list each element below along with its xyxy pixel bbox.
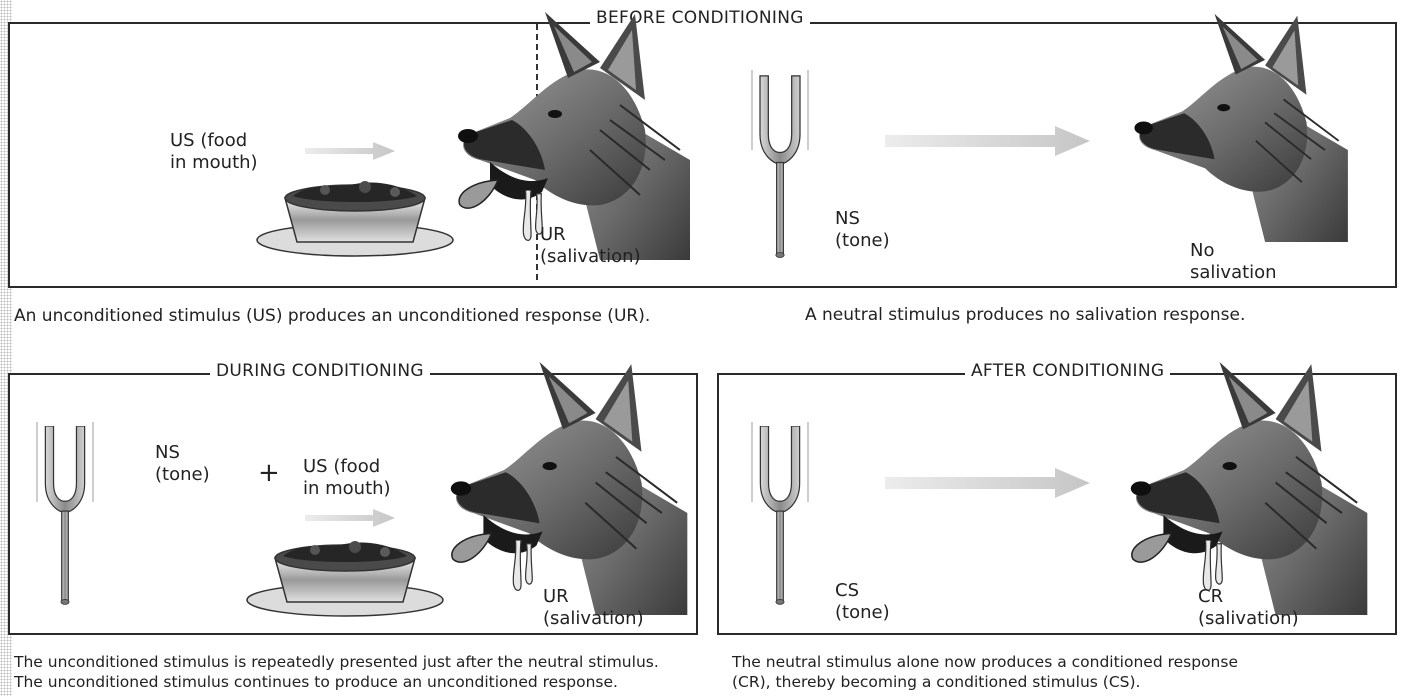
dog-head-icon <box>1120 360 1370 615</box>
cs-tone-label: CS (tone) <box>835 580 890 624</box>
cs-arrow-icon <box>885 466 1090 500</box>
us-arrow-icon <box>305 507 395 529</box>
tuning-fork-icon <box>755 75 805 260</box>
during-conditioning-title: DURING CONDITIONING <box>210 361 430 381</box>
us-arrow-icon <box>305 140 395 162</box>
dog-head-icon <box>450 10 690 260</box>
no-salivation-label: No salivation <box>1190 240 1277 284</box>
dog-head-icon <box>440 360 690 615</box>
us-food-label: US (food in mouth) <box>170 130 258 174</box>
us-food-label: US (food in mouth) <box>303 456 391 500</box>
tuning-fork-icon <box>40 426 90 606</box>
ur-label: UR (salivation) <box>540 224 641 268</box>
ns-tone-label: NS (tone) <box>835 208 890 252</box>
ns-tone-label: NS (tone) <box>155 442 210 486</box>
cr-label: CR (salivation) <box>1198 586 1299 630</box>
food-bowl-icon <box>245 538 445 618</box>
after-caption: The neutral stimulus alone now produces … <box>732 652 1238 692</box>
ur-label: UR (salivation) <box>543 586 644 630</box>
before-right-caption: A neutral stimulus produces no salivatio… <box>805 305 1245 325</box>
during-caption: The unconditioned stimulus is repeatedly… <box>14 652 659 692</box>
tuning-fork-icon <box>755 426 805 606</box>
ns-arrow-icon <box>885 124 1090 158</box>
food-bowl-icon <box>255 178 455 258</box>
saliva-icon <box>508 540 536 596</box>
before-left-caption: An unconditioned stimulus (US) produces … <box>14 306 650 326</box>
plus-sign: + <box>258 458 280 488</box>
dog-head-icon <box>1125 12 1350 242</box>
